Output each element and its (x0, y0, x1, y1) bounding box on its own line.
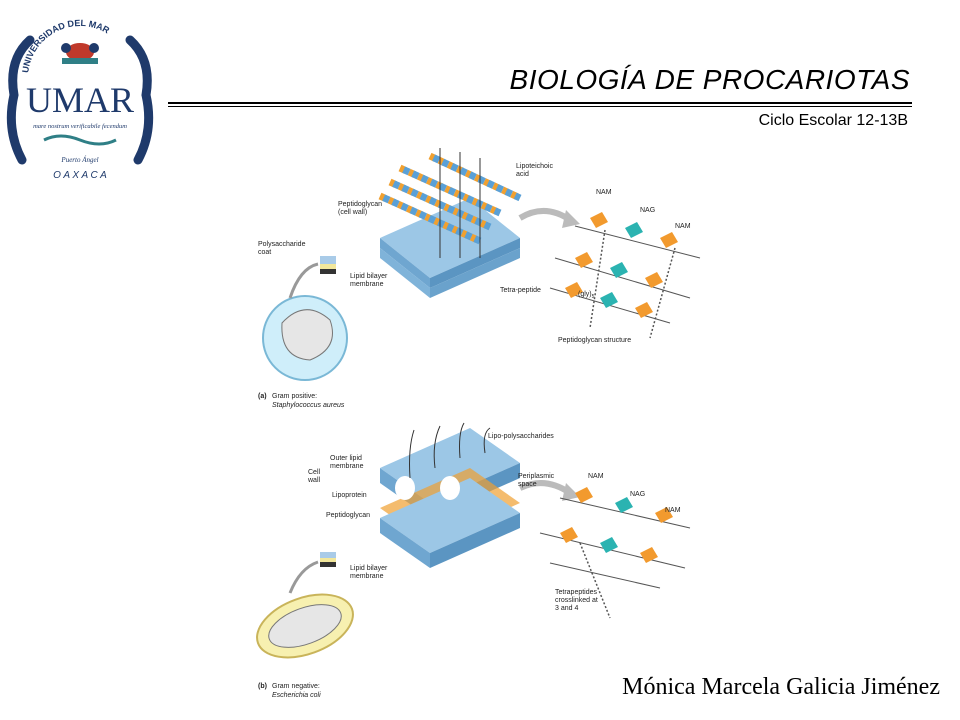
label-tetra3: 3 and 4 (555, 605, 578, 612)
label-gp-caption2: Staphylococcus aureus (272, 402, 345, 409)
label-tetra2: crosslinked at (555, 597, 598, 604)
logo-frame-left (6, 35, 35, 165)
label-gn-nam-top: NAM (588, 473, 604, 480)
label-outer-membrane: membrane (330, 463, 364, 470)
label-polysaccharide-coat: coat (258, 249, 271, 256)
university-logo: UNIVERSIDAD DEL MAR UMAR mare nostrum ve… (6, 18, 154, 181)
logo-waves (43, 134, 117, 146)
label-gp-membrane: membrane (350, 281, 384, 288)
label-gp-panel: (a) (258, 393, 267, 400)
gn-peptidoglycan-structure (539, 487, 691, 619)
gp-arrowhead (562, 210, 580, 228)
label-gp-nag: NAG (640, 207, 655, 214)
gram-positive-peptidoglycan-rods (378, 148, 522, 258)
label-lps: Lipo-polysaccharides (488, 433, 554, 440)
label-outer-lipid: Outer lipid (330, 455, 362, 462)
label-gn-membrane: membrane (350, 573, 384, 580)
gram-positive-cell (262, 295, 348, 381)
slide-subtitle: Ciclo Escolar 12-13B (758, 112, 908, 129)
logo-motto: mare nostrum verificabile fecendum (33, 123, 127, 130)
label-lipoteichoic-acid: acid (516, 171, 529, 178)
label-lipoprotein: Lipoprotein (332, 492, 367, 499)
label-gn-lipid-bilayer: Lipid bilayer (350, 565, 388, 572)
label-wall: wall (307, 477, 321, 484)
label-gn-caption1: Gram negative: (272, 683, 320, 690)
lipopolysaccharide-chains (409, 422, 491, 479)
gram-negative-cell (256, 593, 354, 659)
cell-wall-figure: Lipoteichoic acid Peptidoglycan (cell wa… (256, 148, 701, 699)
label-space: space (518, 481, 537, 488)
author-name: Mónica Marcela Galicia Jiménez (622, 674, 940, 700)
gram-negative-panel: Lipo-polysaccharides Outer lipid membran… (256, 422, 691, 699)
label-tetra1: Tetrapeptides (555, 589, 598, 596)
label-periplasmic: Periplasmic (518, 473, 555, 480)
label-tetra-peptide: Tetra-peptide (500, 287, 541, 294)
label-gp-nam-right: NAM (675, 223, 691, 230)
logo-initials: UMAR (26, 80, 134, 120)
label-gn-nag: NAG (630, 491, 645, 498)
gram-positive-panel: Lipoteichoic acid Peptidoglycan (cell wa… (258, 148, 701, 409)
label-gn-nam-right: NAM (665, 507, 681, 514)
label-gn-peptidoglycan: Peptidoglycan (326, 512, 370, 519)
slide-title: BIOLOGÍA DE PROCARIOTAS (509, 64, 910, 95)
logo-state: O A X A C A (53, 170, 107, 181)
title-rule-thin (168, 106, 912, 107)
gn-arrowhead (562, 483, 580, 501)
label-gp-caption1: Gram positive: (272, 393, 317, 400)
title-rule (168, 102, 912, 104)
gn-arrow-cell-to-cube (288, 560, 319, 594)
logo-frame-right (125, 35, 154, 165)
label-gp-cell-wall: (cell wall) (338, 209, 367, 216)
gp-peptidoglycan-structure (549, 212, 701, 339)
gram-negative-membranes (380, 428, 520, 568)
label-gn-caption2: Escherichia coli (272, 692, 321, 699)
label-gly: (gly)5 (578, 291, 595, 300)
label-gp-nam-top: NAM (596, 189, 612, 196)
logo-emblem (61, 43, 99, 64)
label-gn-panel: (b) (258, 683, 267, 690)
label-cell: Cell (308, 469, 321, 476)
gp-arrow-cell-to-cube (288, 262, 319, 299)
gram-negative-cube (320, 552, 336, 567)
label-lipoteichoic: Lipoteichoic (516, 163, 553, 170)
logo-campus: Puerto Ángel (60, 156, 98, 164)
label-gp-peptidoglycan: Peptidoglycan (338, 201, 382, 208)
gram-positive-membrane-block (380, 198, 520, 298)
label-polysaccharide: Polysaccharide (258, 241, 306, 248)
gp-arrow-to-structure (518, 208, 572, 223)
polysaccharide-coat-cube (320, 256, 336, 274)
label-gp-lipid-bilayer: Lipid bilayer (350, 273, 388, 280)
label-pg-structure: Peptidoglycan structure (558, 337, 631, 344)
